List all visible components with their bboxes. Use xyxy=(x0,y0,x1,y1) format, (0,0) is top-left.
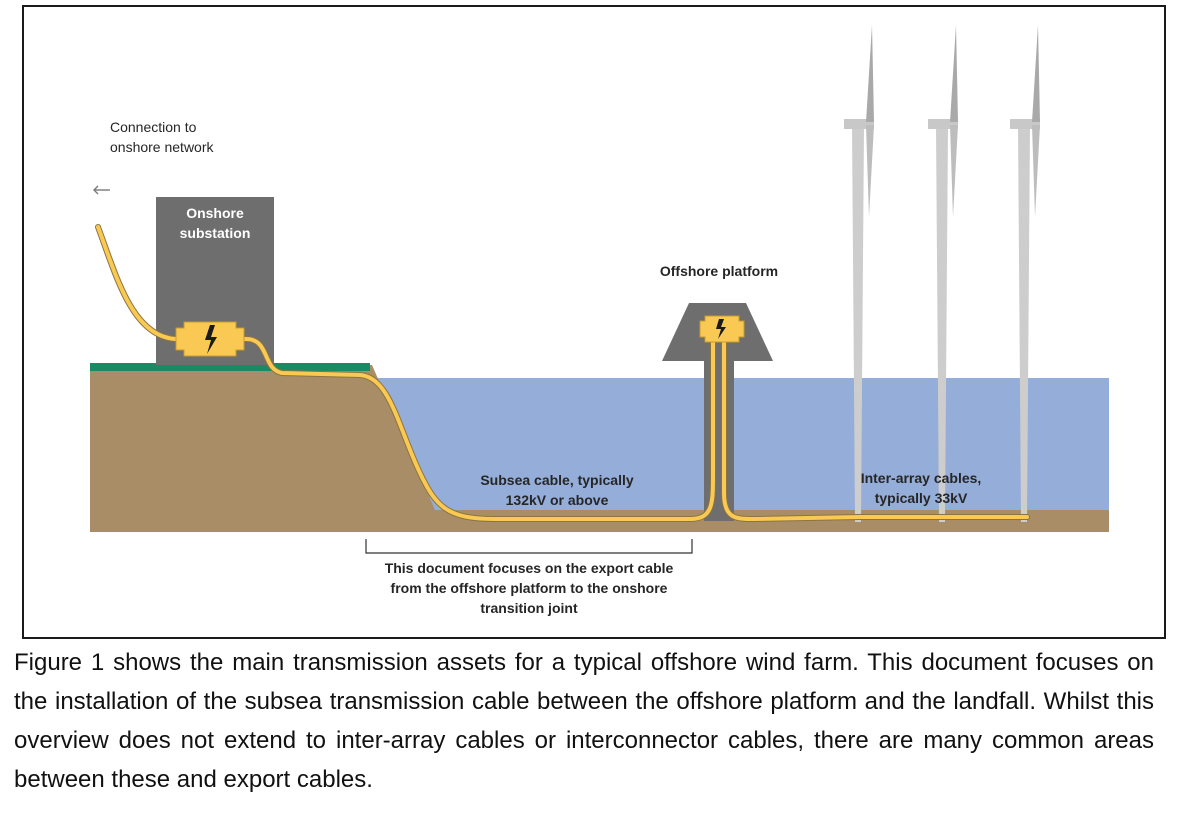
offshore-platform-joint xyxy=(699,315,745,343)
sea xyxy=(369,378,1109,513)
inter-array-label: Inter-array cables, typically 33kV xyxy=(860,470,982,506)
offshore-platform-label: Offshore platform xyxy=(659,263,779,279)
wind-turbine xyxy=(844,25,874,522)
inter-array-cable xyxy=(721,336,1030,522)
focus-bracket xyxy=(365,539,693,554)
figure-caption: Figure 1 shows the main transmission ass… xyxy=(14,649,1154,793)
wind-turbine xyxy=(928,25,958,522)
wind-turbine xyxy=(1010,25,1040,522)
arrow-left-icon xyxy=(93,185,110,195)
diagram-canvas xyxy=(90,25,1109,554)
lightning-bolt-icon xyxy=(205,325,217,354)
offshore-platform-leg xyxy=(704,361,734,521)
lightning-bolt-icon xyxy=(716,319,726,339)
focus-note: This document focuses on the export cabl… xyxy=(384,560,674,616)
onshore-substation-label: Onshore substation xyxy=(179,205,251,241)
grass-strip xyxy=(90,363,370,371)
figure-diagram: Connection to onshore network Onshore su… xyxy=(22,5,1166,639)
onshore-transition-joint xyxy=(175,321,245,357)
connection-label: Connection to onshore network xyxy=(110,119,214,155)
seabed xyxy=(90,365,1109,532)
export-cable xyxy=(95,224,716,522)
subsea-cable-label: Subsea cable, typically 132kV or above xyxy=(480,472,634,508)
